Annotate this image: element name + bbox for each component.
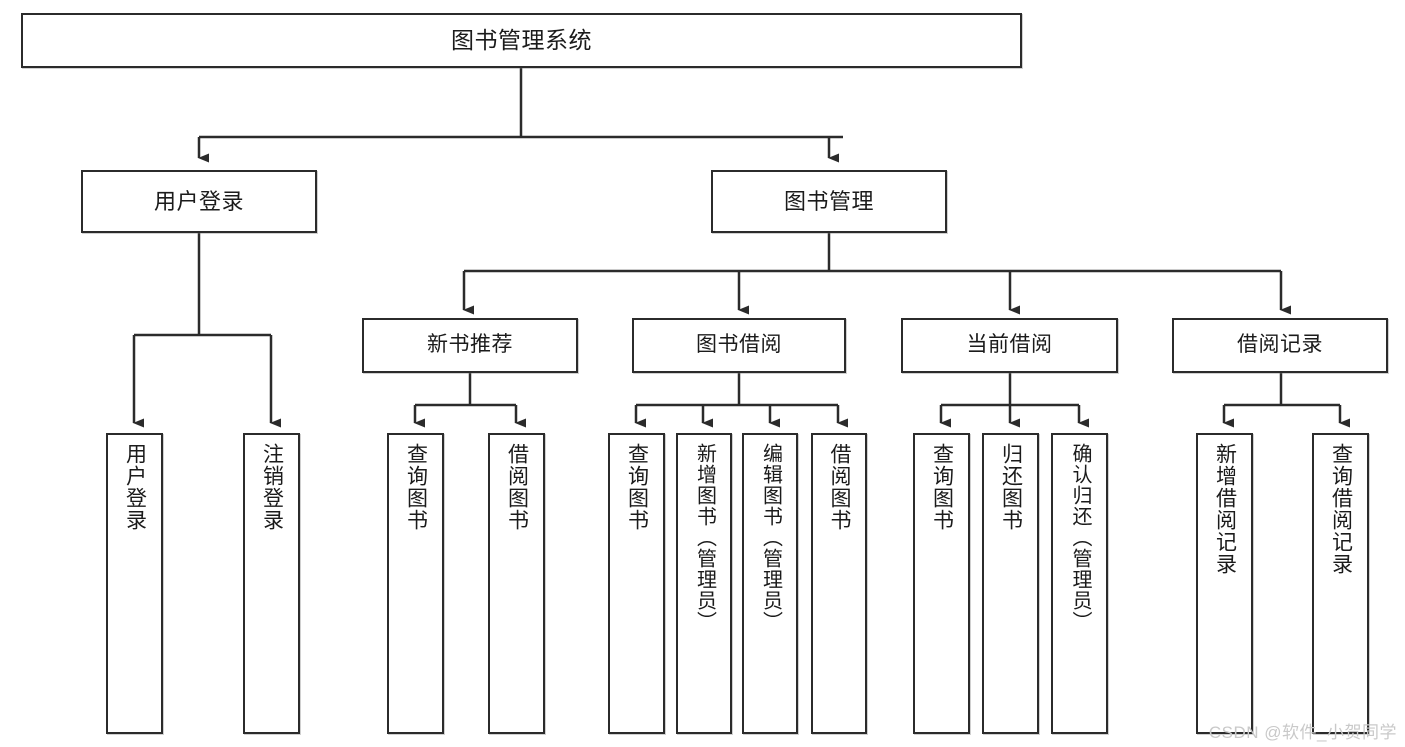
node-book-manage[interactable]: 图书管理 (711, 170, 947, 233)
node-new-book-recommend[interactable]: 新书推荐 (362, 318, 578, 373)
leaf-borrow-record-add[interactable]: 新增借阅记录 (1196, 433, 1253, 734)
leaf-user-login-login-label: 用户登录 (123, 443, 147, 531)
leaf-book-borrow-edit-label: 编辑图书（管理员） (759, 443, 782, 632)
leaf-current-borrow-return-label: 归还图书 (999, 443, 1023, 531)
leaf-user-login-logout-label: 注销登录 (260, 443, 284, 531)
leaf-book-borrow-borrow[interactable]: 借阅图书 (811, 433, 867, 734)
leaf-book-borrow-add[interactable]: 新增图书（管理员） (676, 433, 732, 734)
leaf-user-login-logout[interactable]: 注销登录 (243, 433, 300, 734)
node-borrow-record-label: 借阅记录 (1237, 333, 1323, 357)
leaf-book-borrow-query[interactable]: 查询图书 (608, 433, 665, 734)
leaf-borrow-record-query[interactable]: 查询借阅记录 (1312, 433, 1369, 734)
leaf-current-borrow-confirm-return[interactable]: 确认归还（管理员） (1051, 433, 1108, 734)
node-book-borrow-label: 图书借阅 (696, 333, 782, 357)
leaf-book-borrow-add-label: 新增图书（管理员） (693, 443, 716, 632)
leaf-new-book-borrow-label: 借阅图书 (505, 443, 529, 531)
leaf-book-borrow-edit[interactable]: 编辑图书（管理员） (742, 433, 798, 734)
leaf-current-borrow-query[interactable]: 查询图书 (913, 433, 970, 734)
node-current-borrow[interactable]: 当前借阅 (901, 318, 1118, 373)
leaf-new-book-borrow[interactable]: 借阅图书 (488, 433, 545, 734)
leaf-user-login-login[interactable]: 用户登录 (106, 433, 163, 734)
leaf-new-book-query[interactable]: 查询图书 (387, 433, 444, 734)
node-user-login[interactable]: 用户登录 (81, 170, 317, 233)
leaf-book-borrow-query-label: 查询图书 (625, 443, 649, 531)
leaf-current-borrow-query-label: 查询图书 (930, 443, 954, 531)
node-borrow-record[interactable]: 借阅记录 (1172, 318, 1388, 373)
node-book-borrow[interactable]: 图书借阅 (632, 318, 846, 373)
node-root-system[interactable]: 图书管理系统 (21, 13, 1022, 68)
node-new-book-recommend-label: 新书推荐 (427, 333, 513, 357)
leaf-new-book-query-label: 查询图书 (404, 443, 428, 531)
node-current-borrow-label: 当前借阅 (966, 333, 1053, 357)
leaf-book-borrow-borrow-label: 借阅图书 (828, 443, 852, 531)
leaf-borrow-record-query-label: 查询借阅记录 (1329, 443, 1353, 575)
leaf-current-borrow-confirm-return-label: 确认归还（管理员） (1069, 443, 1091, 632)
node-user-login-label: 用户登录 (153, 188, 244, 214)
leaf-current-borrow-return[interactable]: 归还图书 (982, 433, 1039, 734)
node-root-system-label: 图书管理系统 (451, 26, 592, 53)
node-book-manage-label: 图书管理 (783, 188, 874, 214)
leaf-borrow-record-add-label: 新增借阅记录 (1213, 443, 1237, 575)
